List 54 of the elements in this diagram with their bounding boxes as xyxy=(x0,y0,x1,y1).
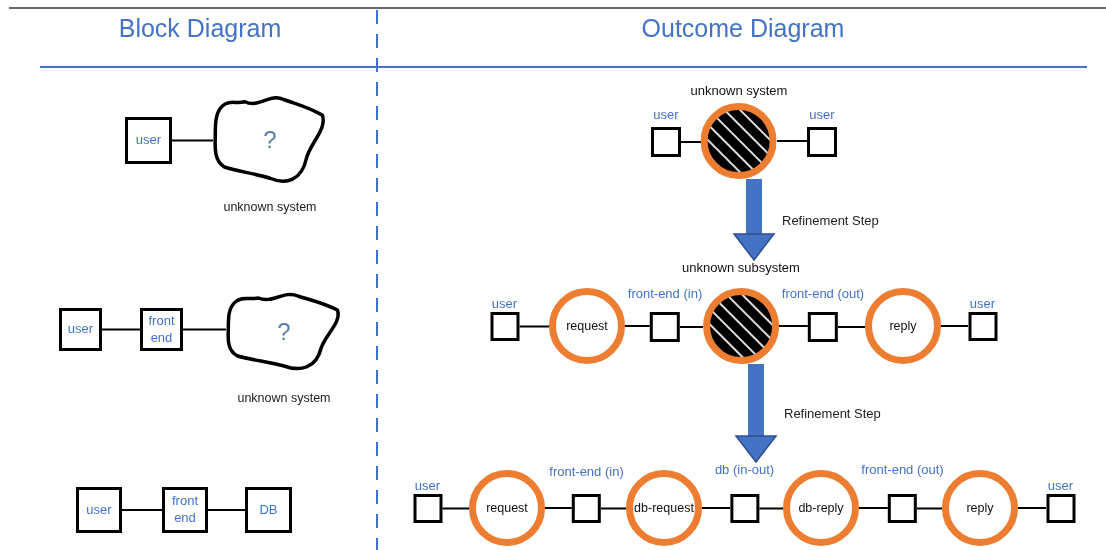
connector-line xyxy=(624,325,651,327)
section-title: Block Diagram xyxy=(118,14,282,43)
process-box: DB xyxy=(245,487,292,533)
ring-node: db-reply xyxy=(783,470,859,546)
node-label: front-end (out) xyxy=(861,462,944,478)
connector-line xyxy=(758,507,784,510)
connector-line xyxy=(207,509,246,511)
node-caption: unknown system xyxy=(223,199,317,215)
node-label: user xyxy=(491,296,518,312)
connector-line xyxy=(858,507,889,509)
node-label: front-end (out) xyxy=(781,286,865,302)
ring-node: request xyxy=(469,470,545,546)
connector-line xyxy=(679,326,704,328)
connector-line xyxy=(916,507,943,510)
ring-node: request xyxy=(549,288,625,364)
connector-line xyxy=(518,325,550,328)
connector-line xyxy=(600,507,627,510)
ring-node: reply xyxy=(942,470,1018,546)
node-label: unknown subsystem xyxy=(682,260,800,276)
ring-node: db-request xyxy=(626,470,702,546)
node-label: user xyxy=(653,107,679,123)
process-box: front end xyxy=(162,487,208,533)
connector-line xyxy=(701,507,731,509)
connector-line xyxy=(441,507,470,510)
connector-line xyxy=(101,328,141,331)
process-box: user xyxy=(125,117,172,164)
connector-line xyxy=(121,509,163,511)
node-label: user xyxy=(809,107,835,123)
process-box: front end xyxy=(140,308,183,351)
process-box: user xyxy=(76,487,122,533)
node-label: user xyxy=(1047,478,1074,494)
node-label: user xyxy=(414,478,441,494)
question-mark: ? xyxy=(263,126,277,154)
connector-line xyxy=(182,328,227,331)
refinement-arrow xyxy=(734,364,778,464)
connector-line xyxy=(940,325,969,327)
connector-line xyxy=(776,140,808,142)
question-mark: ? xyxy=(277,318,291,346)
node-label: front-end (in) xyxy=(627,286,703,302)
refinement-arrow xyxy=(732,179,776,262)
section-title: Outcome Diagram xyxy=(641,14,845,43)
connector-line xyxy=(778,325,809,327)
node-label: front-end (in) xyxy=(549,464,624,480)
connector-line xyxy=(1017,507,1047,509)
connector-line xyxy=(837,326,866,328)
node-label: db (in-out) xyxy=(714,462,775,478)
process-box: user xyxy=(59,308,102,351)
connector-line xyxy=(544,507,573,509)
node-label: unknown system xyxy=(690,83,788,99)
connector-line xyxy=(171,139,214,142)
connector-line xyxy=(680,141,702,143)
node-caption: unknown system xyxy=(237,390,331,406)
ring-node: reply xyxy=(865,288,941,364)
node-label: user xyxy=(969,296,996,312)
